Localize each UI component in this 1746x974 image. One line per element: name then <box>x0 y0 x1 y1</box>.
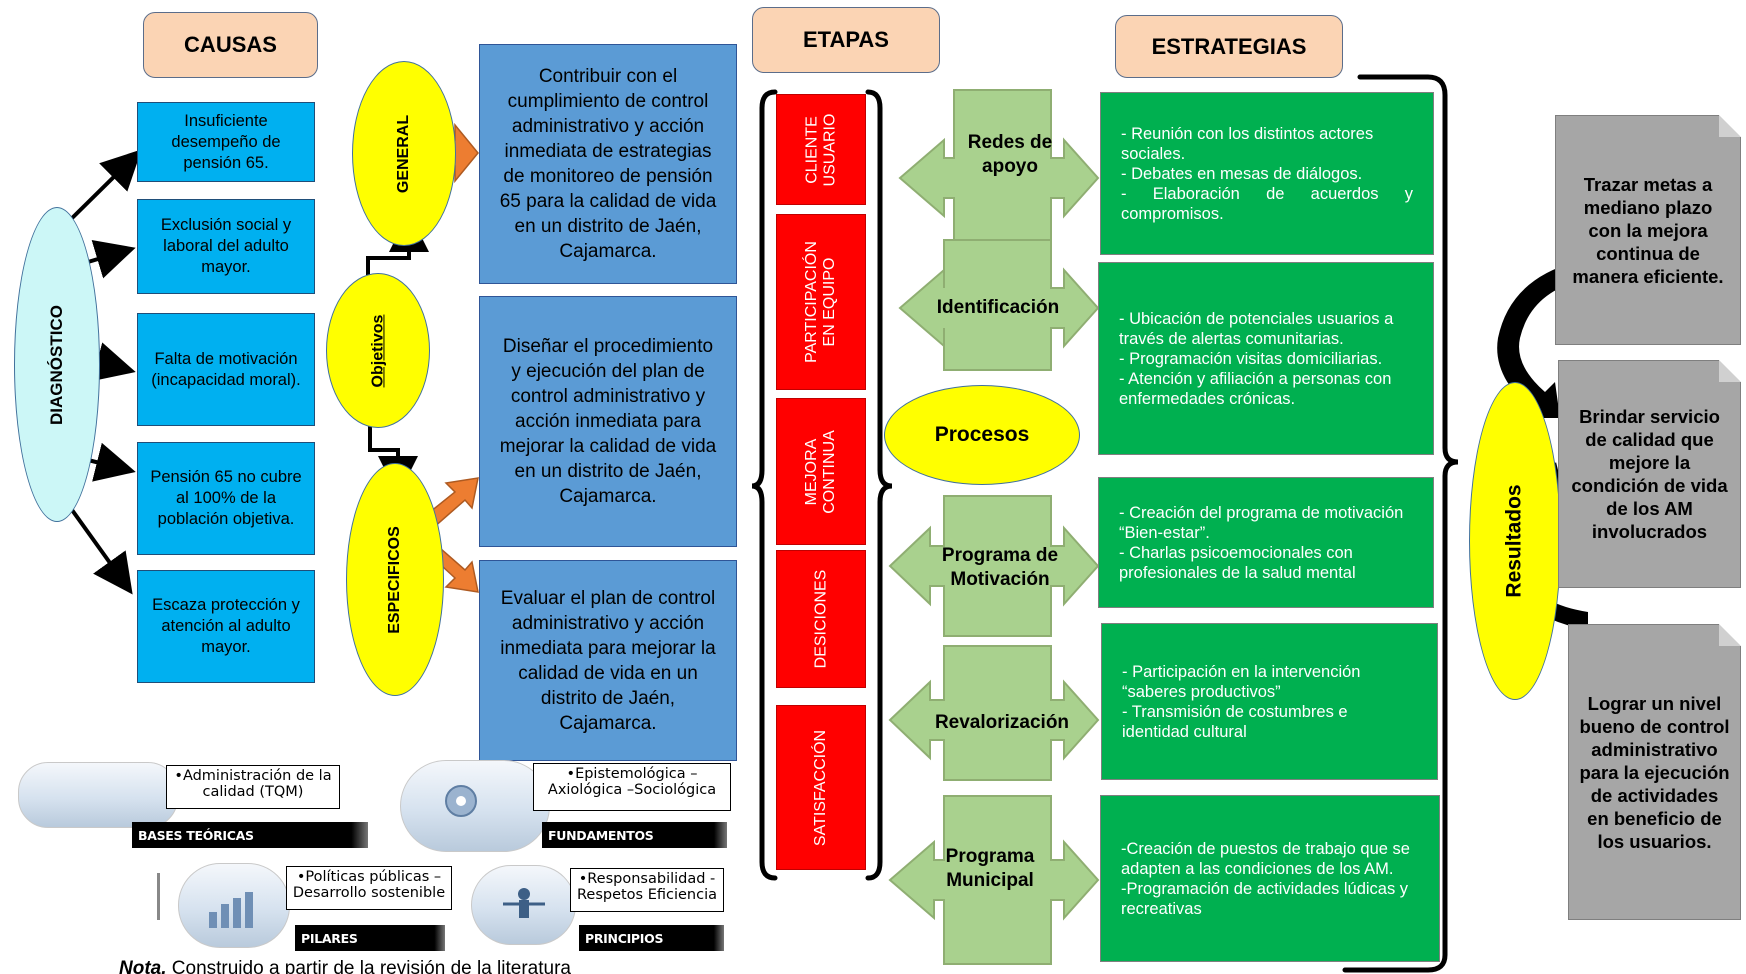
right-brace <box>865 89 893 881</box>
result-box: Trazar metas a mediano plazo con la mejo… <box>1555 115 1741 345</box>
double-arrow-redes <box>898 89 1100 265</box>
head-gear-icon <box>445 785 477 817</box>
balance-person-icon <box>503 888 545 918</box>
strategy-box: - Reunión con los distintos actores soci… <box>1100 92 1434 255</box>
bar-chart-icon <box>209 892 253 928</box>
general-objective: Contribuir con el cumplimiento de contro… <box>479 44 737 284</box>
framework-label: •Administración de la calidad (TQM) <box>166 765 340 809</box>
general-label: GENERAL <box>394 114 412 193</box>
framework-label: •Epistemológica – Axiológica –Sociológic… <box>533 763 731 811</box>
strategy-line: - Elaboración de acuerdos y compromisos. <box>1121 184 1413 223</box>
especificos-label: ESPECIFICOS <box>386 525 404 634</box>
procesos-label: Procesos <box>934 423 1030 446</box>
strategy-line: - Participación en la intervención “sabe… <box>1122 662 1361 701</box>
framework-label: •Responsabilidad - Respetos Eficiencia <box>570 868 724 912</box>
stage-label: DESICIONES <box>812 569 829 669</box>
green-double-arrows <box>888 89 1100 965</box>
result-box: Brindar servicio de calidad que mejore l… <box>1558 360 1741 588</box>
arrow-to-cause-4 <box>87 442 136 482</box>
stage-box: DESICIONES <box>776 550 866 688</box>
header-causas: CAUSAS <box>143 12 318 78</box>
arrow-to-cause-3 <box>91 342 136 382</box>
stage-box: SATISFACCIÓN <box>776 705 866 870</box>
etapas-braces <box>751 89 893 881</box>
cause-box: Falta de motivación (incapacidad moral). <box>137 313 315 426</box>
cause-box: Pensión 65 no cubre al 100% de la poblac… <box>137 442 315 555</box>
stage-box: CLIENTE USUARIO <box>776 94 866 205</box>
strategy-line: - Ubicación de potenciales usuarios a tr… <box>1119 309 1394 348</box>
process-label: Revalorización <box>934 712 1070 733</box>
strategy-box: - Participación en la intervención “sabe… <box>1101 623 1438 780</box>
diagnostic-arrows <box>60 149 142 595</box>
stage-label: MEJORA CONTINUA <box>803 429 838 514</box>
stage-label: CLIENTE USUARIO <box>803 113 838 186</box>
double-arrow-revalorizacion <box>888 645 1100 781</box>
strategy-box: -Creación de puestos de trabajo que se a… <box>1100 795 1440 962</box>
right-bracket <box>1342 74 1459 973</box>
estrategias-bracket <box>1342 74 1459 973</box>
process-label: Programa de Motivación <box>941 545 1059 590</box>
strategy-line: - Debates en mesas de diálogos. <box>1121 164 1363 183</box>
footnote-bold: Nota. <box>119 958 167 974</box>
strategy-line: -Creación de puestos de trabajo que se a… <box>1121 839 1410 878</box>
strategy-line: - Atención y afiliación a personas con e… <box>1119 369 1392 408</box>
principios-image <box>471 865 576 945</box>
framework-label: •Políticas públicas – Desarrollo sosteni… <box>286 866 452 910</box>
cause-box: Insuficiente desempeño de pensión 65. <box>137 102 315 182</box>
diagnostico-label: DIAGNÓSTICO <box>47 304 67 425</box>
resultados-label: Resultados <box>1503 484 1527 598</box>
pilares-divider <box>157 873 160 920</box>
process-label: Identificación <box>936 297 1060 318</box>
double-arrow-municipal <box>888 795 1100 965</box>
specific-objective: Evaluar el plan de control administrativ… <box>479 560 737 761</box>
strategy-box: - Ubicación de potenciales usuarios a tr… <box>1098 262 1434 455</box>
cause-box: Exclusión social y laboral del adulto ma… <box>137 199 315 294</box>
stage-box: PARTICIPACIÓN EN EQUIPO <box>776 214 866 390</box>
especificos-ellipse: ESPECIFICOS <box>346 463 444 696</box>
specific-objective: Diseñar el procedimiento y ejecución del… <box>479 296 737 547</box>
bases-teoricas-image <box>18 762 178 828</box>
arrow-to-cause-5 <box>60 494 133 595</box>
strategy-line: - Programación visitas domiciliarias. <box>1119 349 1383 368</box>
resultados-ellipse: Resultados <box>1469 382 1561 700</box>
objetivos-ellipse: Objetivos <box>326 273 430 428</box>
diagnostico-ellipse: DIAGNÓSTICO <box>14 207 100 522</box>
process-label: Redes de apoyo <box>967 132 1053 177</box>
procesos-ellipse: Procesos <box>884 385 1080 485</box>
header-etapas: ETAPAS <box>752 7 940 73</box>
process-label: Programa Municipal <box>945 846 1035 891</box>
framework-bar: PRINCIPIOS <box>579 925 724 951</box>
strategy-line: - Transmisión de costumbres e identidad … <box>1122 702 1348 741</box>
pilares-image <box>178 863 290 948</box>
general-ellipse: GENERAL <box>352 61 456 246</box>
objetivos-label: Objetivos <box>369 314 386 387</box>
strategy-box: - Creación del programa de motivación “B… <box>1098 477 1434 608</box>
stage-box: MEJORA CONTINUA <box>776 398 866 545</box>
framework-bar: BASES TEÓRICAS <box>132 822 368 848</box>
left-brace <box>751 89 778 881</box>
strategy-line: - Creación del programa de motivación “B… <box>1119 503 1404 542</box>
strategy-line: -Programación de actividades lúdicas y r… <box>1121 879 1409 918</box>
arrow-to-cause-1 <box>60 149 142 230</box>
framework-bar: PILARES <box>295 925 445 951</box>
footnote: Nota. Construido a partir de la revisión… <box>119 958 571 974</box>
stage-label: SATISFACCIÓN <box>812 729 830 846</box>
arrow-to-cause-2 <box>87 240 136 279</box>
header-estrategias: ESTRATEGIAS <box>1115 15 1343 78</box>
framework-bar: FUNDAMENTOS <box>542 822 727 848</box>
fundamentos-image <box>400 760 550 852</box>
result-box: Lograr un nivel bueno de control adminis… <box>1568 624 1741 920</box>
curved-arrow-top <box>1497 262 1575 418</box>
cause-box: Escaza protección y atención al adulto m… <box>137 570 315 683</box>
footnote-text: Construido a partir de la revisión de la… <box>166 958 571 974</box>
stage-label: PARTICIPACIÓN EN EQUIPO <box>803 241 839 363</box>
strategy-line: - Reunión con los distintos actores soci… <box>1121 124 1374 163</box>
strategy-line: - Charlas psicoemocionales con profesion… <box>1119 543 1356 582</box>
